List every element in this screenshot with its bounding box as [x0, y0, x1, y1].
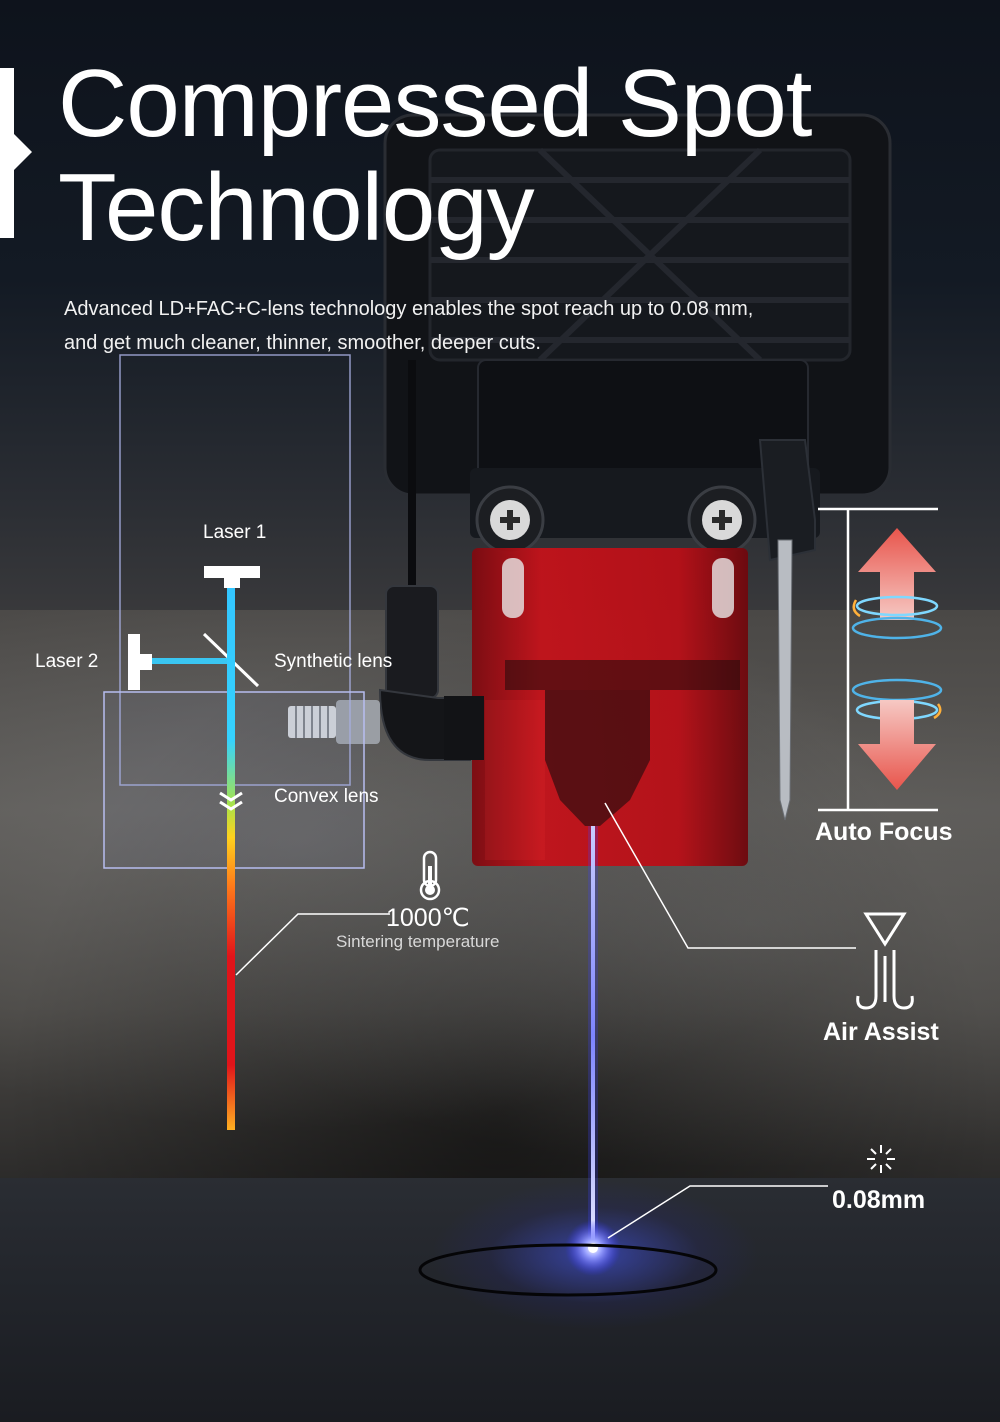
- spot-ellipse: [418, 1243, 718, 1297]
- label-auto-focus: Auto Focus: [815, 818, 953, 846]
- auto-focus-bracket: [818, 507, 938, 812]
- blue-laser-beam: [565, 826, 621, 1276]
- red-laser-head-cover: [472, 548, 748, 866]
- label-synthetic-lens: Synthetic lens: [274, 651, 393, 672]
- title-line-1: Compressed Spot: [58, 50, 812, 157]
- title-accent-notch: [14, 134, 32, 170]
- screw-left: [475, 485, 545, 555]
- temperature-value: 1000℃: [386, 904, 470, 932]
- label-spot-size: 0.08mm: [832, 1186, 926, 1214]
- screw-right: [687, 485, 757, 555]
- description-line-2: and get much cleaner, thinner, smoother,…: [64, 332, 541, 354]
- spot-leader: [607, 1185, 828, 1239]
- description-line-1: Advanced LD+FAC+C-lens technology enable…: [64, 298, 754, 320]
- label-convex-lens: Convex lens: [274, 786, 379, 807]
- optics-diagram: [103, 354, 390, 1130]
- air-assist-leader: [604, 802, 856, 949]
- label-laser-1: Laser 1: [203, 522, 267, 543]
- down-arrow-icon: [851, 678, 943, 790]
- label-laser-2: Laser 2: [35, 651, 99, 672]
- auto-focus-probe: [777, 539, 793, 821]
- laser-module-body: [383, 113, 892, 590]
- thermometer-icon: [419, 850, 441, 901]
- title-line-2: Technology: [58, 154, 535, 261]
- temperature-label: Sintering temperature: [336, 932, 500, 951]
- air-nozzle-icon: [856, 912, 914, 1010]
- description: Advanced LD+FAC+C-lens technology enable…: [64, 292, 884, 360]
- title-accent-bar: [0, 68, 14, 238]
- spot-sparkle-icon: [867, 1145, 895, 1173]
- air-assist-fitting: [288, 585, 484, 761]
- page-title: Compressed Spot Technology: [58, 50, 812, 261]
- label-air-assist: Air Assist: [823, 1018, 939, 1046]
- up-arrow-icon: [851, 528, 943, 640]
